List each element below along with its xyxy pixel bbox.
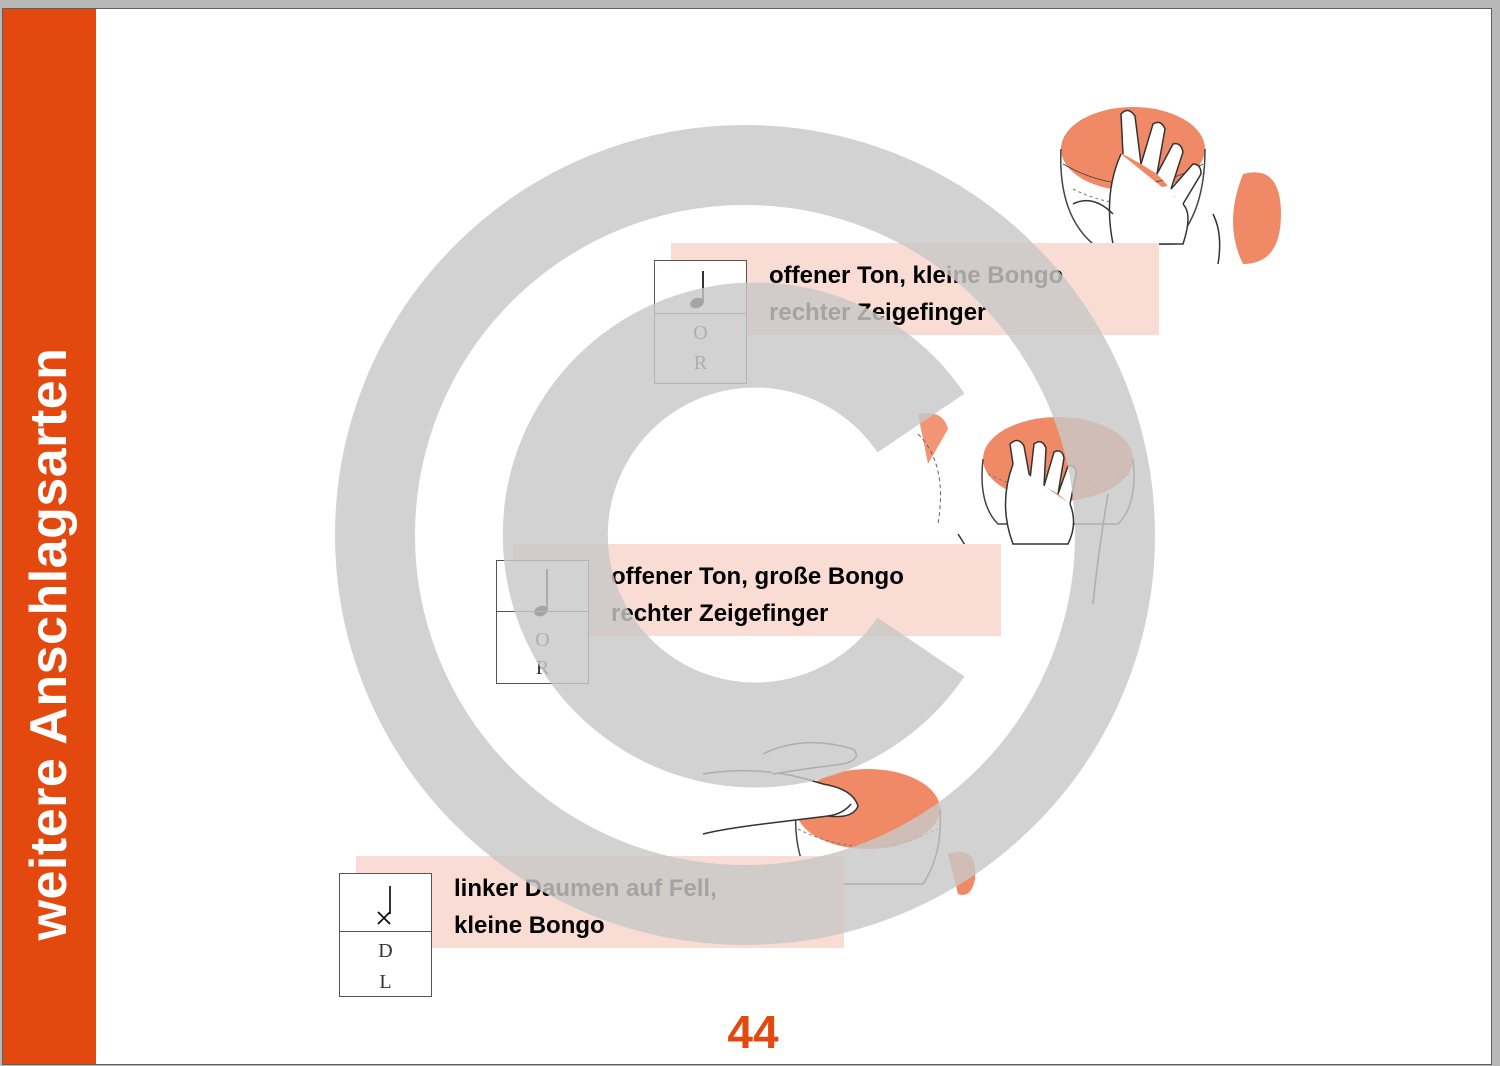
quarter-note-icon [534, 569, 548, 617]
stroke-1-description: offener Ton, kleine Bongo rechter Zeigef… [769, 257, 1063, 331]
stroke-3-line-2: kleine Bongo [454, 912, 605, 939]
stroke-1-line-2: rechter Zeigefinger [769, 299, 987, 326]
stroke-3-notation-box: D L [339, 873, 432, 997]
book-page: weitere Anschlagsarten [2, 8, 1492, 1065]
stroke-1-symbol-bottom: R [693, 352, 708, 374]
stroke-1-notation-box: O R [654, 260, 747, 384]
stroke-2-description: offener Ton, große Bongo rechter Zeigefi… [611, 558, 904, 632]
stroke-2-notation-box: O R [496, 560, 589, 684]
chapter-title: weitere Anschlagsarten [20, 347, 78, 941]
page-number: 44 [727, 1006, 779, 1058]
x-note-icon [377, 886, 391, 925]
stroke-3-symbol-top: D [378, 940, 393, 962]
stroke-1-symbol-top: O [693, 322, 708, 344]
stroke-2-line-1: offener Ton, große Bongo [611, 563, 904, 590]
stroke-2-symbol-top: O [535, 629, 550, 651]
chapter-sidebar: weitere Anschlagsarten [3, 9, 96, 1064]
stroke-3-description: linker Daumen auf Fell, kleine Bongo [454, 870, 717, 944]
stroke-1-line-1: offener Ton, kleine Bongo [769, 262, 1064, 289]
stroke-3-symbol-bottom: L [379, 971, 392, 993]
stroke-2-symbol-bottom: R [535, 657, 550, 679]
stroke-3-line-1: linker Daumen auf Fell, [454, 875, 717, 902]
stroke-2-line-2: rechter Zeigefinger [611, 600, 829, 627]
quarter-note-icon [690, 271, 704, 309]
